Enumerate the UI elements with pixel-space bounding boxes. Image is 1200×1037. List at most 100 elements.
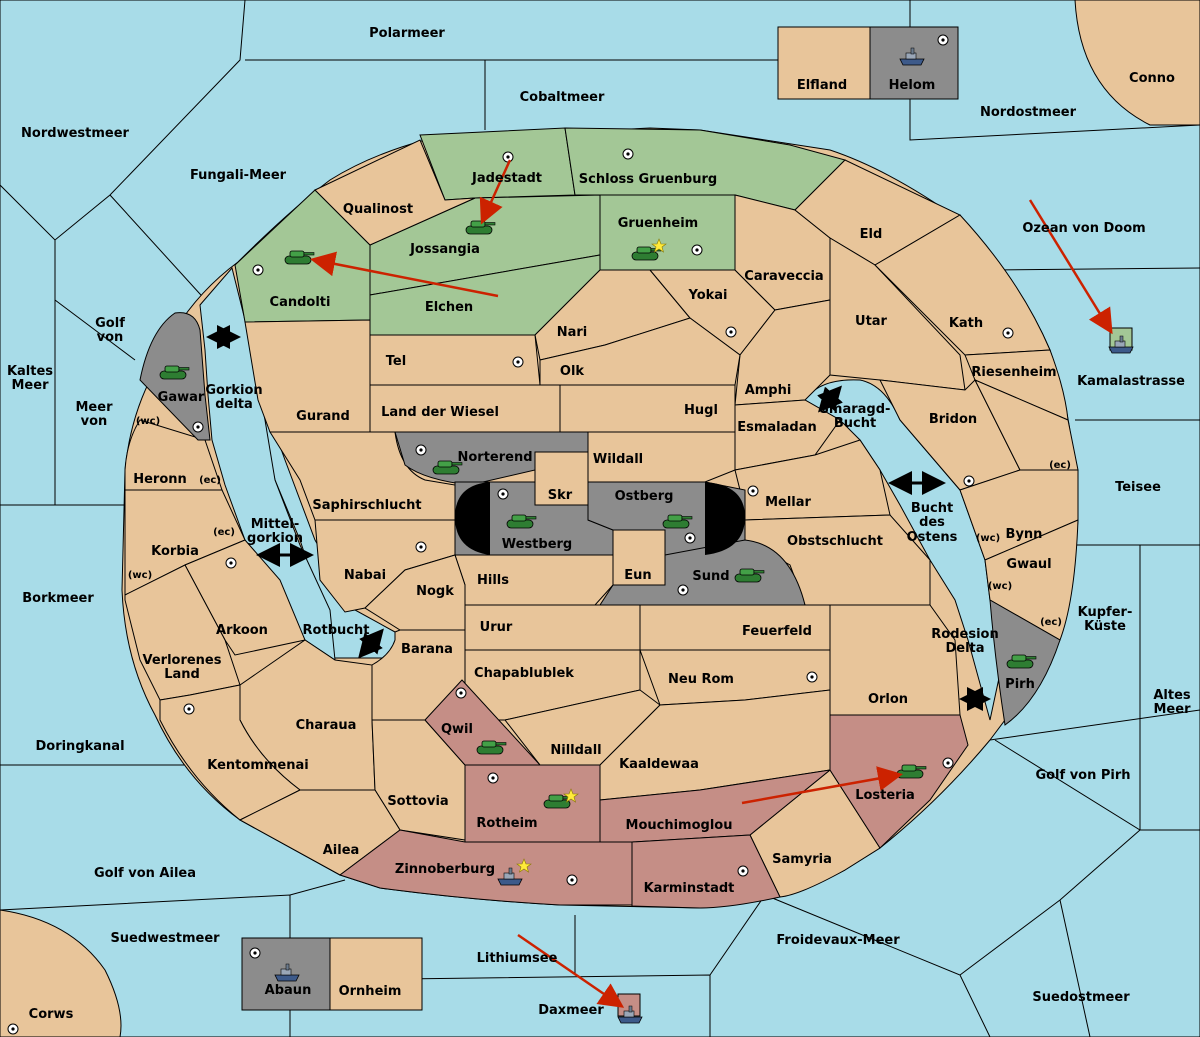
label-norterend: Norterend — [457, 450, 532, 465]
label-conno: Conno — [1129, 71, 1175, 86]
label-kaltes-2: Meer — [12, 378, 50, 393]
region-conno[interactable] — [1074, 0, 1200, 126]
label-doringkanal: Doringkanal — [35, 739, 124, 754]
label-golf-gawan-1: Golf — [95, 316, 125, 331]
region-qualinost[interactable] — [314, 139, 476, 246]
label-polarmeer: Polarmeer — [369, 26, 445, 41]
label-korbia: Korbia — [151, 544, 199, 559]
region-samyria[interactable] — [749, 769, 881, 898]
label-kaaldewaa: Kaaldewaa — [619, 757, 699, 772]
label-daxmeer: Daxmeer — [538, 1003, 604, 1018]
label-qualinost: Qualinost — [343, 202, 413, 217]
region-sund[interactable] — [599, 539, 806, 606]
order-arrow-kamalastrasse — [1028, 199, 1113, 335]
label-fungali: Fungali-Meer — [190, 168, 287, 183]
region-ailea[interactable] — [238, 789, 401, 876]
label-ailea: Ailea — [323, 843, 360, 858]
label-mittel-2: gorkion — [247, 531, 303, 546]
order-arrow-candolti — [310, 251, 499, 298]
label-barana: Barana — [401, 642, 453, 657]
label-ostberg: Ostberg — [615, 489, 674, 504]
label-candolti: Candolti — [270, 295, 331, 310]
label-pirh: Pirh — [1005, 677, 1035, 692]
label-kupfer-1: Kupfer- — [1078, 605, 1133, 620]
region-corws[interactable] — [0, 909, 122, 1037]
label-lithiumsee: Lithiumsee — [477, 951, 558, 966]
label-borkmeer: Borkmeer — [22, 591, 94, 606]
label-orlon: Orlon — [868, 692, 908, 707]
label-kamalastrasse: Kamalastrasse — [1077, 374, 1185, 389]
region-eun[interactable] — [612, 529, 666, 586]
label-olk: Olk — [560, 364, 585, 379]
label-froidevaux: Froidevaux-Meer — [776, 933, 900, 948]
label-bucht-3: Ostens — [907, 530, 958, 545]
region-heronn[interactable] — [124, 419, 223, 491]
label-eld: Eld — [860, 227, 883, 242]
label-gurand: Gurand — [296, 409, 350, 424]
label-elfland: Elfland — [797, 78, 847, 93]
order-arrows — [310, 159, 1113, 1008]
label-riesenheim: Riesenheim — [971, 365, 1056, 380]
label-abaun: Abaun — [265, 983, 312, 998]
label-nordostmeer: Nordostmeer — [980, 105, 1077, 120]
label-suedostmeer: Suedostmeer — [1032, 990, 1130, 1005]
label-helom: Helom — [889, 78, 936, 93]
label-cobaltmeer: Cobaltmeer — [520, 90, 605, 105]
label-bucht-1: Bucht — [911, 501, 953, 516]
supply-center-cores — [11, 38, 1010, 1031]
label-eun: Eun — [624, 568, 651, 583]
label-teisee-ec: (ec) — [1049, 460, 1071, 471]
label-chapablublek: Chapablublek — [474, 666, 574, 681]
impassable-east-cap — [705, 482, 745, 555]
label-urur: Urur — [480, 620, 513, 635]
label-verlorenes-2: Land — [164, 667, 200, 682]
label-nilldall: Nilldall — [550, 743, 601, 758]
label-arkoon: Arkoon — [216, 623, 268, 638]
label-land-wiesel: Land der Wiesel — [381, 405, 499, 420]
label-jossangia: Jossangia — [409, 242, 480, 257]
label-suedwestmeer: Suedwestmeer — [110, 931, 220, 946]
label-zinnoberburg: Zinnoberburg — [395, 862, 495, 877]
label-sottovia: Sottovia — [387, 794, 448, 809]
sea-labels: Polarmeer Cobaltmeer Nordwestmeer Fungal… — [7, 26, 1191, 1018]
label-bynn: Bynn — [1006, 527, 1043, 542]
label-golf-gawan-2: von — [97, 330, 124, 345]
label-heronn-ec: (ec) — [199, 475, 221, 486]
label-korbia-ec: (ec) — [213, 527, 235, 538]
region-skr[interactable] — [534, 451, 589, 506]
label-nabai: Nabai — [344, 568, 386, 583]
connection-arrows — [206, 325, 991, 711]
connection-smaragd — [817, 385, 843, 413]
label-bridon: Bridon — [929, 412, 977, 427]
label-bynn-wc: (wc) — [976, 533, 1000, 544]
region-ornheim[interactable] — [329, 937, 423, 1011]
label-qwil: Qwil — [441, 722, 473, 737]
label-rotbucht: Rotbucht — [303, 623, 370, 638]
region-elfland[interactable] — [777, 26, 871, 100]
label-pirh-wc: (wc) — [988, 581, 1012, 592]
label-sund: Sund — [692, 569, 729, 584]
label-korbia-wc: (wc) — [128, 570, 152, 581]
label-mouchimoglou: Mouchimoglou — [626, 818, 733, 833]
label-nari: Nari — [557, 325, 588, 340]
order-arrow-jossangia — [479, 159, 512, 225]
label-golf-pirh: Golf von Pirh — [1035, 768, 1130, 783]
label-gorkion-1: Gorkion — [205, 383, 262, 398]
inner-sea-east — [804, 379, 1006, 721]
label-caraveccia: Caraveccia — [744, 269, 823, 284]
region-karminstadt[interactable] — [631, 834, 781, 909]
label-uuz-1: Meer — [76, 400, 114, 415]
label-kentommenai: Kentommenai — [207, 758, 308, 773]
label-utar: Utar — [855, 314, 888, 329]
label-teisee: Teisee — [1115, 480, 1161, 495]
land-labels: Elfland Helom Conno Jadestadt Schloss Gr… — [29, 71, 1175, 1022]
label-rotheim: Rotheim — [476, 816, 537, 831]
region-bynn[interactable] — [959, 469, 1079, 561]
label-kaltes-1: Kaltes — [7, 364, 53, 379]
label-smaragd-1: Smaragd- — [820, 402, 891, 417]
region-gruenheim[interactable] — [599, 194, 736, 271]
label-pirh-ec: (ec) — [1040, 617, 1062, 628]
label-uuz-2: von — [81, 414, 108, 429]
label-ozean-doom: Ozean von Doom — [1022, 221, 1145, 236]
